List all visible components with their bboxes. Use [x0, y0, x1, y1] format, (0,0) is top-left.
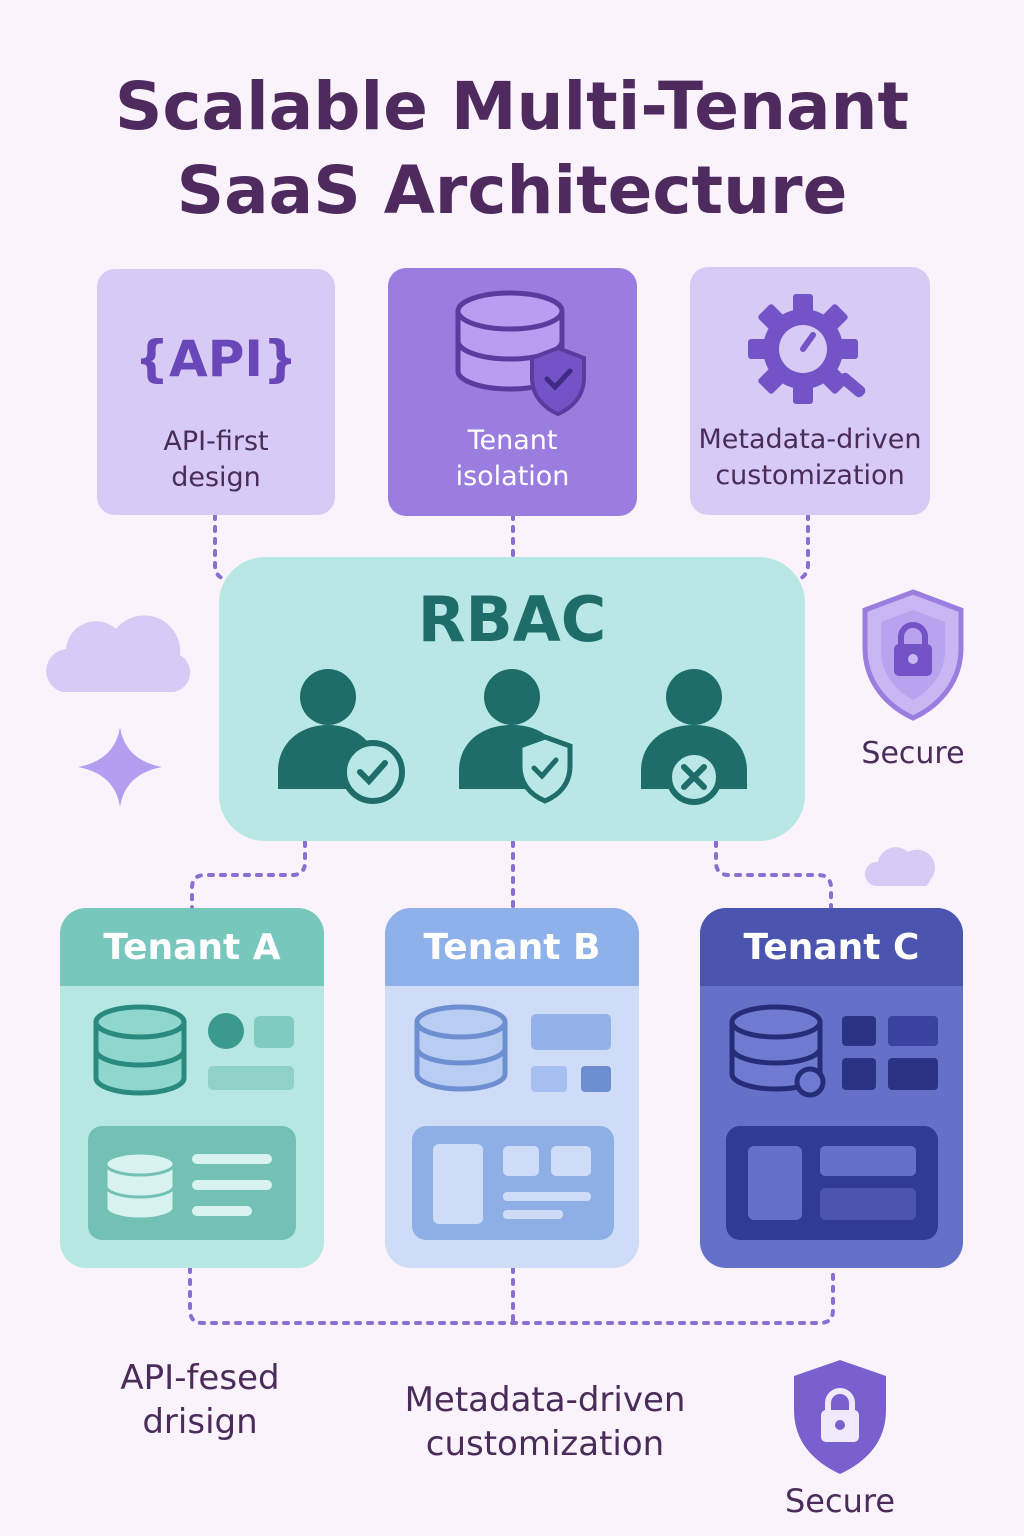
- shield-lock-bottom-icon: [794, 1360, 886, 1474]
- database-small-icon: [104, 1151, 176, 1221]
- rbac-title: RBAC: [417, 583, 607, 656]
- tenant-a-title: Tenant A: [60, 908, 324, 986]
- database-shield-icon: [455, 290, 586, 416]
- sparkle-icon: [78, 727, 162, 807]
- database-icon: [414, 1004, 508, 1092]
- tenant-c-title: Tenant C: [700, 908, 963, 986]
- rbac-users: [278, 669, 747, 805]
- feature-card-tenant-isolation: Tenant isolation: [388, 268, 637, 516]
- feature-label-api-first: API-first design: [97, 424, 335, 496]
- feature-label-line: Metadata-driven: [698, 424, 922, 455]
- database-icon: [729, 1004, 823, 1092]
- user-check-icon: [278, 669, 405, 804]
- bottom-label-left: API-fesed drisign: [90, 1356, 310, 1444]
- database-icon: [93, 1004, 187, 1096]
- feature-label-line: isolation: [455, 461, 570, 492]
- gear-gauge-icon: [748, 294, 866, 404]
- tenant-card-b: Tenant B: [385, 908, 639, 1268]
- page-title-line-2: SaaS Architecture: [176, 152, 848, 229]
- bottom-label-line: Metadata-driven: [404, 1380, 686, 1420]
- secure-label-bottom: Secure: [784, 1482, 895, 1520]
- secure-label-top: Secure: [861, 736, 965, 771]
- feature-label-line: customization: [715, 460, 905, 491]
- rbac-panel: RBAC: [219, 557, 805, 841]
- tenant-card-c: Tenant C: [700, 908, 963, 1268]
- bottom-label-line: customization: [425, 1424, 665, 1464]
- tenant-b-title: Tenant B: [385, 908, 639, 986]
- bottom-label-middle: Metadata-driven customization: [380, 1378, 710, 1466]
- user-shield-icon: [459, 669, 573, 804]
- user-denied-icon: [641, 669, 747, 805]
- cloud-small-icon: [864, 847, 935, 886]
- feature-label-line: Tenant: [467, 425, 558, 456]
- feature-label-tenant-isolation: Tenant isolation: [388, 423, 637, 495]
- status-dot-icon: [208, 1013, 244, 1049]
- bottom-label-line: drisign: [142, 1402, 258, 1442]
- feature-label-metadata-customization: Metadata-driven customization: [690, 422, 930, 494]
- feature-card-metadata-customization: Metadata-driven customization: [690, 267, 930, 515]
- feature-label-line: API-first: [163, 426, 269, 457]
- feature-card-api-first: {API} API-first design: [97, 269, 335, 515]
- api-icon-text: {API}: [141, 330, 291, 388]
- tenant-card-a: Tenant A: [60, 908, 324, 1268]
- tenant-b-illustration: [412, 1004, 614, 1240]
- tenant-a-illustration: [88, 1004, 296, 1240]
- feature-label-line: design: [171, 462, 261, 493]
- bottom-label-line: API-fesed: [120, 1358, 280, 1398]
- api-braces-icon: {API}: [141, 330, 291, 388]
- cloud-icon: [46, 615, 191, 692]
- shield-lock-icon: [862, 589, 964, 721]
- page-title-line-1: Scalable Multi-Tenant: [114, 68, 910, 145]
- tenant-c-illustration: [726, 1004, 938, 1240]
